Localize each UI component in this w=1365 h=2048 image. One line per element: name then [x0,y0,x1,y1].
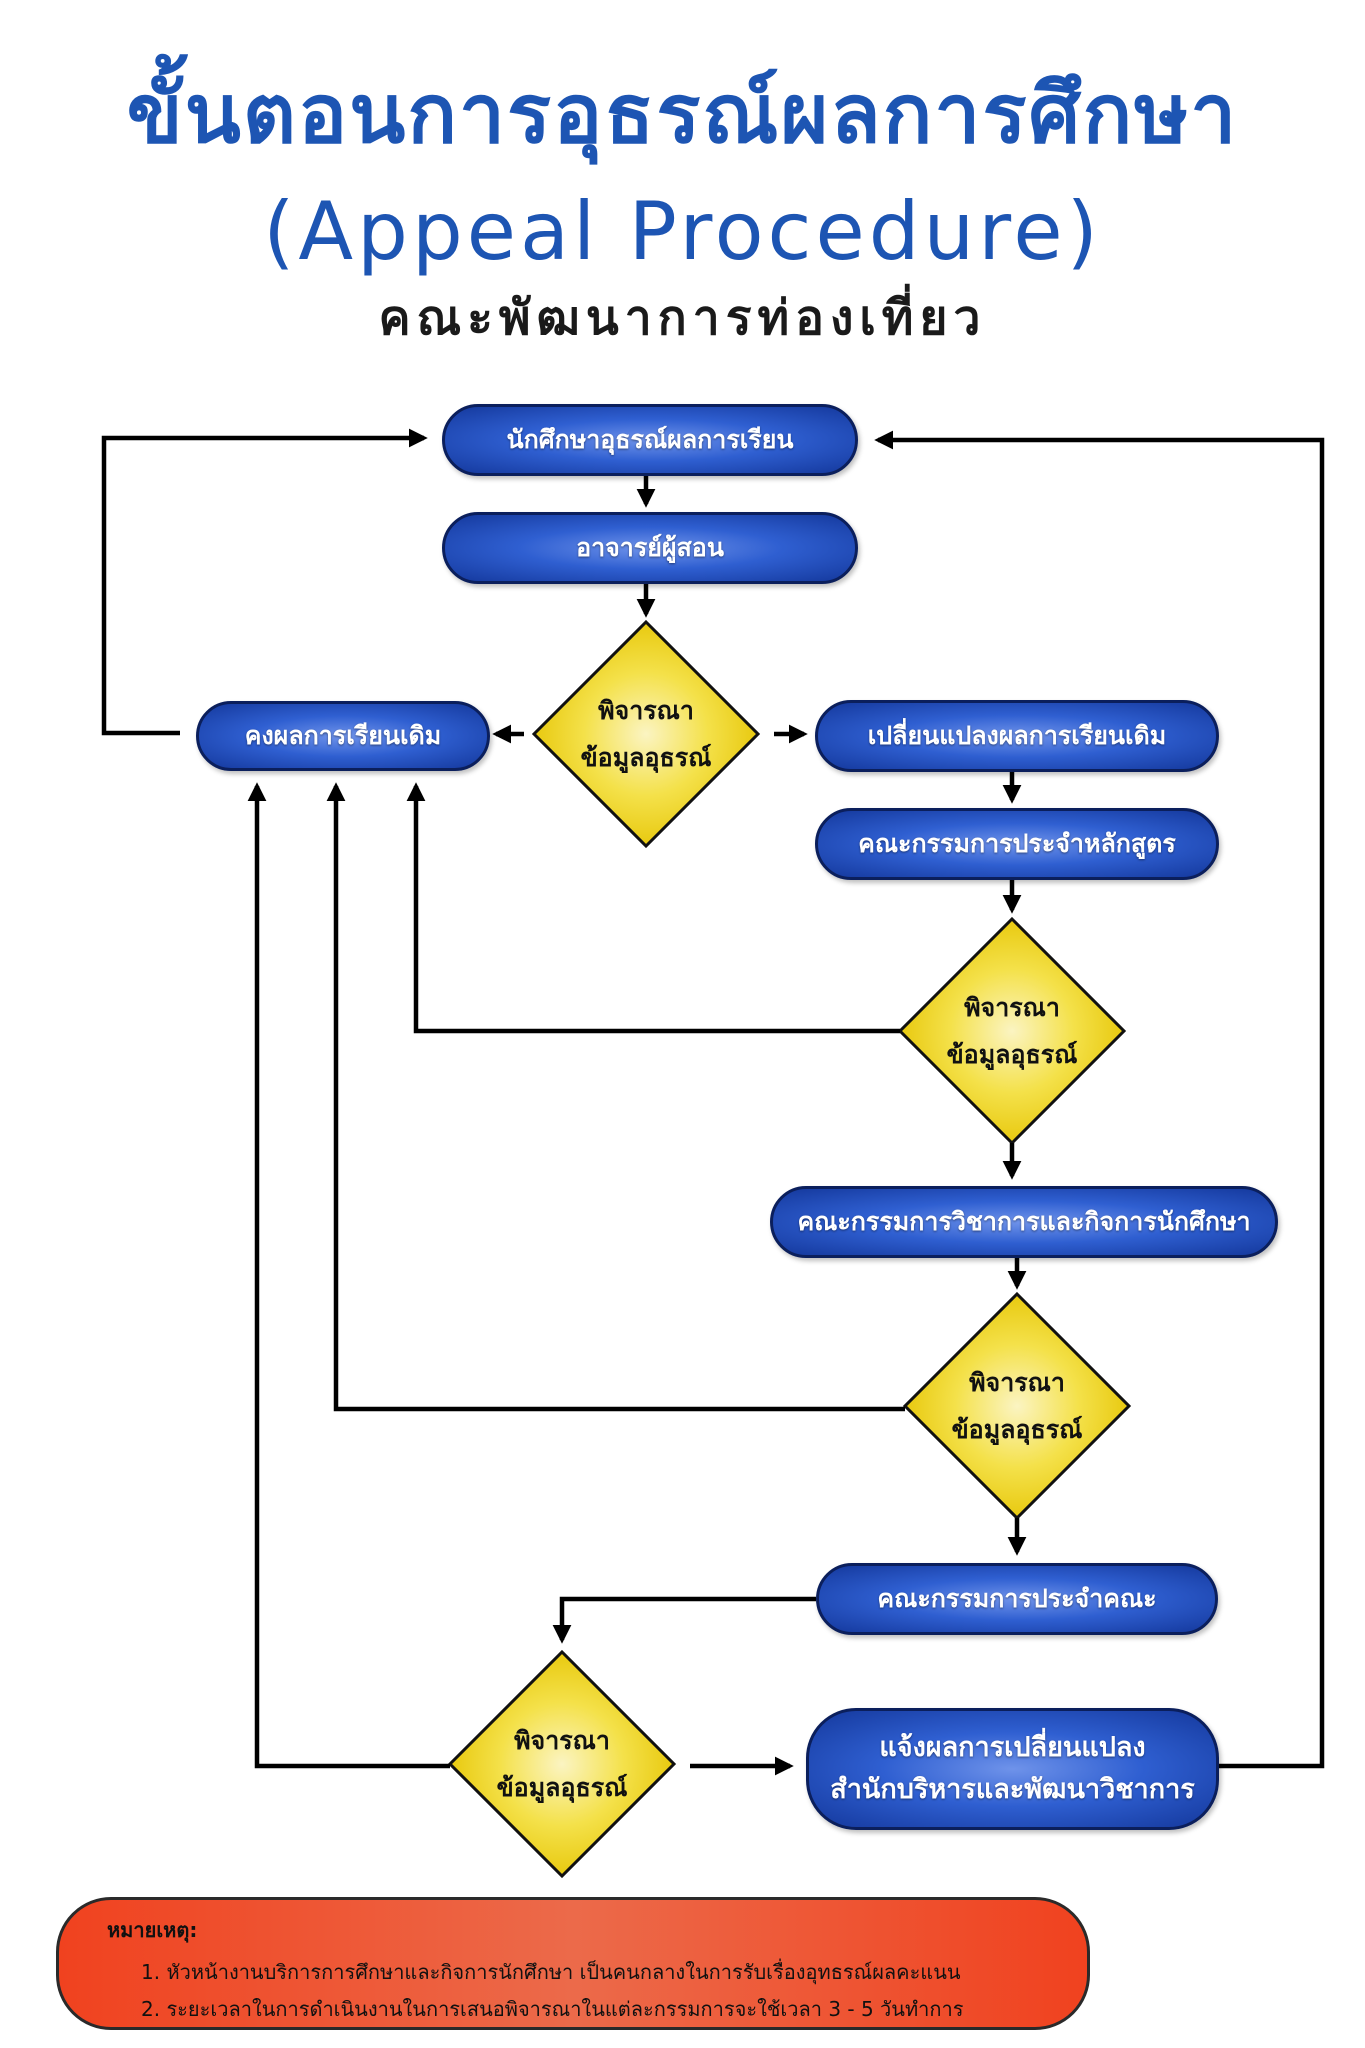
decision-1-line-1: พิจารณา [598,695,694,725]
decision-label-2: พิจารณา ข้อมูลอุธรณ์ [900,919,1124,1143]
decision-diamond-4 [447,1649,677,1879]
note-box: หมายเหตุ: 1. หัวหน้างานบริการการศึกษาและ… [56,1897,1090,2030]
node-change-result: เปลี่ยนแปลงผลการเรียนเดิม [815,700,1219,772]
arrow-keep-to-student [101,428,428,736]
node-student-appeal: นักศึกษาอุธรณ์ผลการเรียน [442,404,858,476]
node-notify-line-1: แจ้งผลการเปลี่ยนแปลง [879,1732,1146,1764]
arrow-decision-3-to-keep [326,782,905,1412]
arrow-decision-2-to-keep [406,782,900,1034]
node-faculty-committee: คณะกรรมการประจำคณะ [816,1563,1218,1635]
node-notify-change: แจ้งผลการเปลี่ยนแปลง สำนักบริหารและพัฒนา… [806,1708,1219,1830]
arrow-faculty-to-decision-4 [552,1596,816,1644]
node-curriculum-committee: คณะกรรมการประจำหลักสูตร [815,808,1219,880]
note-item-1: 1. หัวหน้างานบริการการศึกษาและกิจการนักศ… [141,1960,961,1984]
page-subtitle: (Appeal Procedure) [263,185,1102,278]
arrow-notify-to-student [874,430,1325,1769]
decision-3-line-2: ข้อมูลอุธรณ์ [951,1415,1083,1444]
decision-2-line-2: ข้อมูลอุธรณ์ [946,1040,1078,1069]
page-title: ขั้นตอนการอุธรณ์ผลการศึกษา [126,67,1239,162]
node-notify-line-2: สำนักบริหารและพัฒนาวิชาการ [830,1774,1195,1805]
node-academic-committee: คณะกรรมการวิชาการและกิจการนักศึกษา [770,1186,1278,1258]
decision-label-3: พิจารณา ข้อมูลอุธรณ์ [905,1294,1129,1518]
decision-2-line-1: พิจารณา [964,992,1060,1022]
decision-diamond-1 [531,619,761,849]
note-title: หมายเหตุ: [107,1918,198,1942]
faculty-name: คณะพัฒนาการท่องเที่ยว [378,290,987,346]
decision-1-line-2: ข้อมูลอุธรณ์ [580,743,712,772]
decision-4-line-1: พิจารณา [514,1725,610,1755]
note-item-2: 2. ระยะเวลาในการดำเนินงานในการเสนอพิจารณ… [141,1997,964,2021]
decision-4-line-2: ข้อมูลอุธรณ์ [496,1773,628,1802]
decision-label-1: พิจารณา ข้อมูลอุธรณ์ [534,622,758,846]
decision-label-4: พิจารณา ข้อมูลอุธรณ์ [450,1652,674,1876]
node-instructor: อาจารย์ผู้สอน [442,512,858,584]
node-keep-result: คงผลการเรียนเดิม [196,701,490,771]
arrow-decision-4-to-keep [247,782,450,1769]
decision-3-line-1: พิจารณา [969,1367,1065,1397]
